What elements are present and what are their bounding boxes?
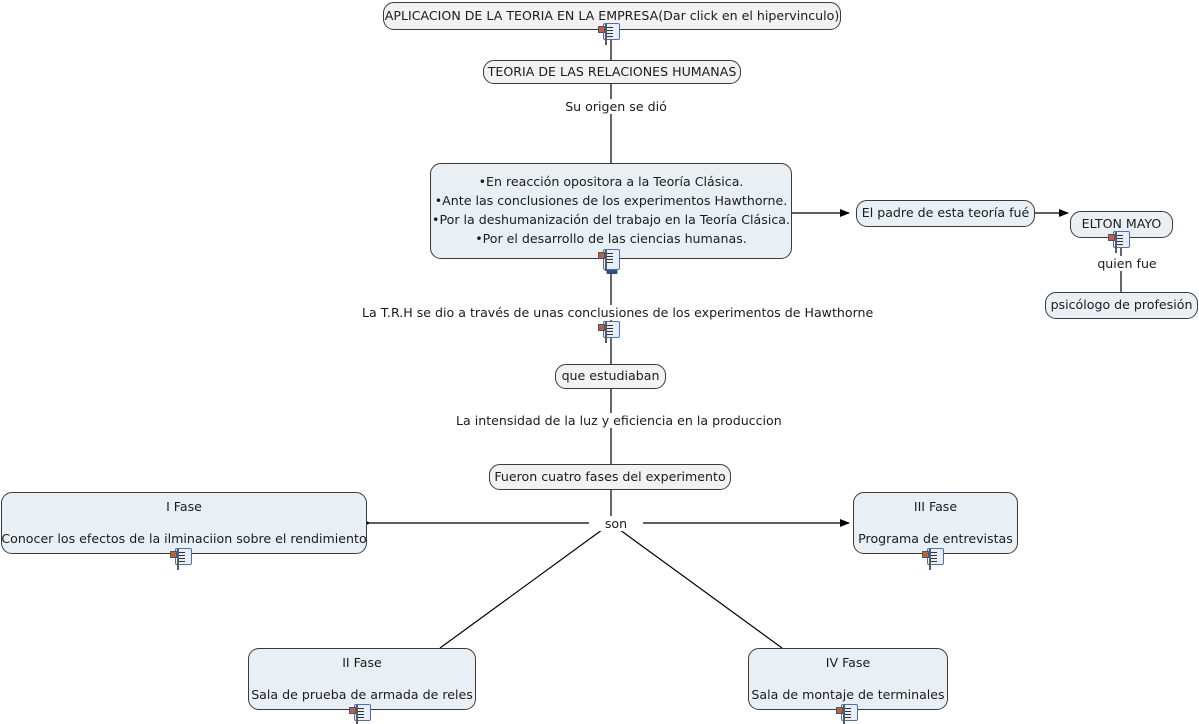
- node-fase-4-desc: Sala de montaje de terminales: [751, 687, 945, 702]
- link-label-trh: La T.R.H se dio a través de unas conclus…: [357, 305, 873, 320]
- node-que-estudiaban-label: que estudiaban: [561, 368, 660, 384]
- node-elton-mayo-label: ELTON MAYO: [1081, 216, 1162, 232]
- link-label-son: son: [589, 516, 643, 531]
- node-father-of-theory-label: El padre de esta teoría fué: [861, 205, 1030, 221]
- node-fase-3-title: III Fase: [913, 498, 958, 514]
- document-resource-icon[interactable]: [354, 704, 371, 724]
- node-fase-1-desc: Conocer los efectos de la ilminaciion so…: [1, 531, 367, 546]
- node-fase-4[interactable]: IV Fase Sala de montaje de terminales: [748, 648, 948, 710]
- link-label-origen: Su origen se dió: [560, 99, 672, 114]
- node-fase-2[interactable]: II Fase Sala de prueba de armada de rele…: [248, 648, 476, 710]
- node-fase-3[interactable]: III Fase Programa de entrevistas: [853, 492, 1018, 554]
- node-fase-3-desc: Programa de entrevistas: [858, 531, 1013, 546]
- node-que-estudiaban[interactable]: que estudiaban: [555, 364, 666, 389]
- node-origins-line-2: •Ante las conclusiones de los experiment…: [434, 193, 788, 209]
- node-root-title-label: APLICACION DE LA TEORIA EN LA EMPRESA(Da…: [384, 7, 840, 23]
- node-fase-1-title: I Fase: [166, 498, 202, 514]
- node-origins[interactable]: •En reacción opositora a la Teoría Clási…: [430, 163, 792, 259]
- node-theory[interactable]: TEORIA DE LAS RELACIONES HUMANAS: [483, 60, 741, 84]
- node-fase-2-desc: Sala de prueba de armada de reles: [251, 687, 473, 702]
- node-father-of-theory[interactable]: El padre de esta teoría fué: [856, 200, 1035, 227]
- link-label-intensidad: La intensidad de la luz y eficiencia en …: [451, 413, 782, 428]
- document-resource-icon[interactable]: [927, 548, 944, 570]
- document-resource-icon[interactable]: [841, 704, 858, 724]
- document-resource-icon[interactable]: [603, 23, 620, 45]
- node-origins-line-1: •En reacción opositora a la Teoría Clási…: [478, 174, 744, 190]
- node-fase-4-title: IV Fase: [825, 654, 871, 670]
- node-psychologist[interactable]: psicólogo de profesión: [1045, 292, 1198, 319]
- node-theory-label: TEORIA DE LAS RELACIONES HUMANAS: [487, 63, 737, 79]
- node-origins-line-4: •Por el desarrollo de las ciencias human…: [475, 230, 747, 246]
- node-four-phases-label: Fueron cuatro fases del experimento: [494, 468, 726, 484]
- node-fase-2-title: II Fase: [342, 654, 382, 670]
- node-psychologist-label: psicólogo de profesión: [1050, 297, 1193, 313]
- node-fase-1[interactable]: I Fase Conocer los efectos de la ilminac…: [1, 492, 367, 554]
- node-four-phases[interactable]: Fueron cuatro fases del experimento: [489, 464, 731, 490]
- document-resource-icon[interactable]: [603, 321, 620, 343]
- node-origins-line-3: •Por la deshumanización del trabajo en l…: [432, 212, 790, 227]
- document-resource-monitor-icon[interactable]: [603, 249, 620, 274]
- document-resource-icon[interactable]: [1113, 231, 1130, 253]
- document-resource-icon[interactable]: [175, 548, 192, 570]
- link-label-quien-fue: quien fue: [1090, 256, 1164, 271]
